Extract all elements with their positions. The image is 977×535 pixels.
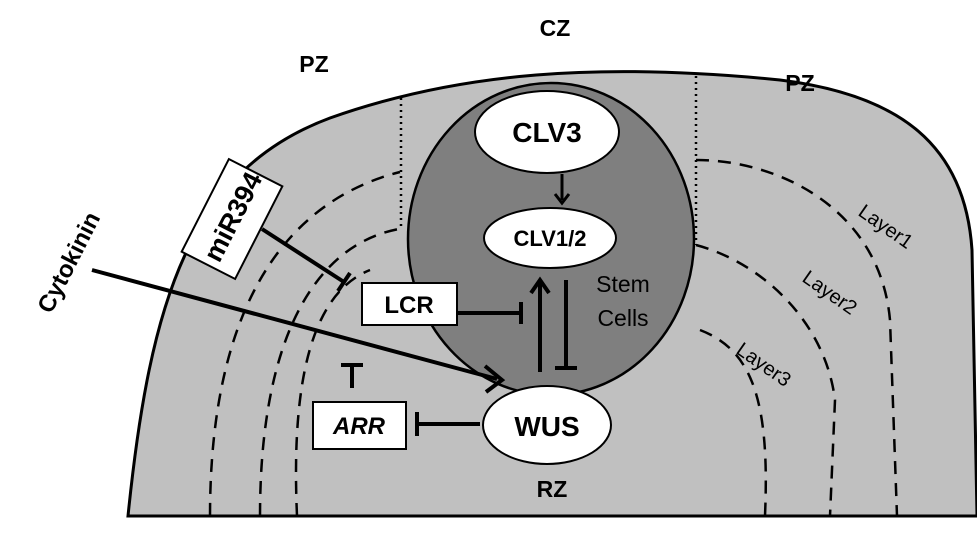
rz-label: RZ (537, 476, 568, 502)
clv12-label: CLV1/2 (514, 226, 587, 251)
layer1-boundary (208, 158, 899, 517)
layer2-boundary (258, 226, 837, 517)
stem-cells-label-line2: Cells (597, 305, 648, 331)
cz-label: CZ (540, 15, 571, 41)
lcr-box (361, 282, 458, 326)
clv12-node (483, 207, 617, 269)
cytokinin-label: Cytokinin (32, 208, 106, 318)
mir394-inhibits-lcr (260, 227, 346, 284)
mir394-box (180, 157, 284, 281)
wus-node (482, 385, 612, 465)
arr-box (312, 401, 407, 450)
wus-label: WUS (514, 411, 579, 442)
mir394-inhibits-lcr-bar (336, 271, 352, 293)
stem-cells-label-line1: Stem (596, 271, 650, 297)
clv3-to-clv12-arrowhead (553, 193, 571, 206)
pz-right-label: PZ (785, 70, 814, 96)
cytokinin-to-wus-arrow (91, 268, 498, 381)
lcr-label: LCR (384, 292, 433, 319)
clv3-label: CLV3 (512, 117, 582, 148)
pz-left-label: PZ (299, 51, 328, 77)
cytokinin-to-wus-arrowhead (483, 364, 506, 394)
clv3-node (474, 90, 620, 174)
wus-to-clv12-arrowhead (529, 276, 551, 295)
arr-label: ARR (332, 413, 386, 440)
layer3-boundary (294, 268, 767, 517)
